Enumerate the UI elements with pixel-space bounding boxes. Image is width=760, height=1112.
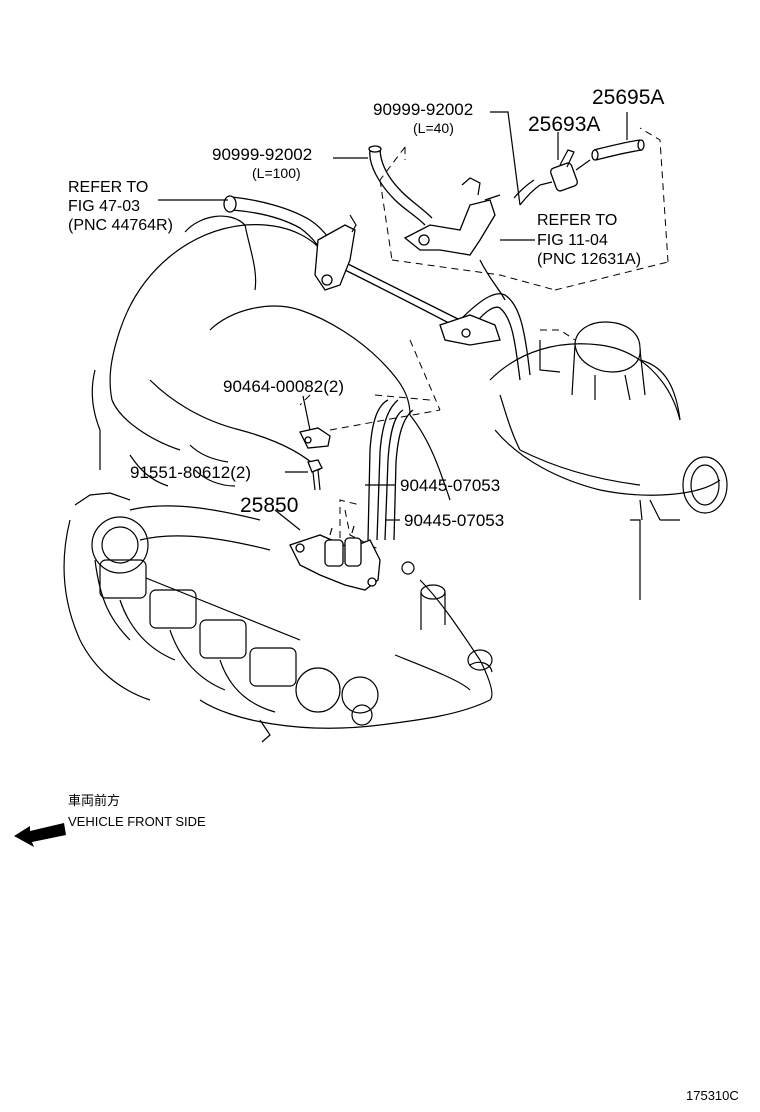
label-hose-b: 90445-07053 (404, 511, 504, 530)
label-refer-right-3: (PNC 12631A) (537, 251, 641, 268)
label-refer-right-2: FIG 11-04 (537, 232, 608, 249)
figure-code: 175310C (686, 1088, 739, 1103)
part-25693A-valve (539, 149, 591, 192)
label-refer-left-1: REFER TO (68, 179, 148, 196)
label-hose-top-part: 90999-92002 (373, 100, 473, 119)
label-hose-left-length: (L=100) (252, 165, 301, 181)
part-91551-bolt (307, 459, 323, 491)
label-refer-left-2: FIG 47-03 (68, 198, 140, 215)
bracket-left (314, 214, 357, 291)
vehicle-front-indicator: 車両前方 VEHICLE FRONT SIDE (14, 793, 206, 847)
label-90464-clamp: 90464-00082(2) (223, 377, 344, 396)
hoses (223, 139, 645, 541)
label-25693A: 25693A (528, 113, 600, 136)
part-25850-vsv (289, 525, 381, 591)
direction-japanese: 車両前方 (68, 793, 120, 808)
part-90464-clamp (299, 427, 331, 449)
direction-english: VEHICLE FRONT SIDE (68, 814, 206, 829)
label-hose-top-length: (L=40) (413, 120, 454, 136)
label-hose-a: 90445-07053 (400, 476, 500, 495)
arrow-left-icon (14, 823, 66, 847)
label-25850: 25850 (240, 494, 298, 517)
part-labels: 25695A 25693A 90999-92002 (L=40) 90999-9… (68, 86, 664, 530)
bracket-middle (439, 314, 501, 346)
label-hose-left-part: 90999-92002 (212, 145, 312, 164)
label-refer-right-1: REFER TO (537, 212, 617, 229)
label-refer-left-3: (PNC 44764R) (68, 217, 173, 234)
assembly-boundary (299, 127, 669, 551)
engine-illustration (63, 215, 728, 743)
label-25695A: 25695A (592, 86, 664, 109)
leader-lines (158, 111, 628, 531)
bracket-upper (403, 177, 501, 256)
label-91551-bolt: 91551-80612(2) (130, 463, 251, 482)
